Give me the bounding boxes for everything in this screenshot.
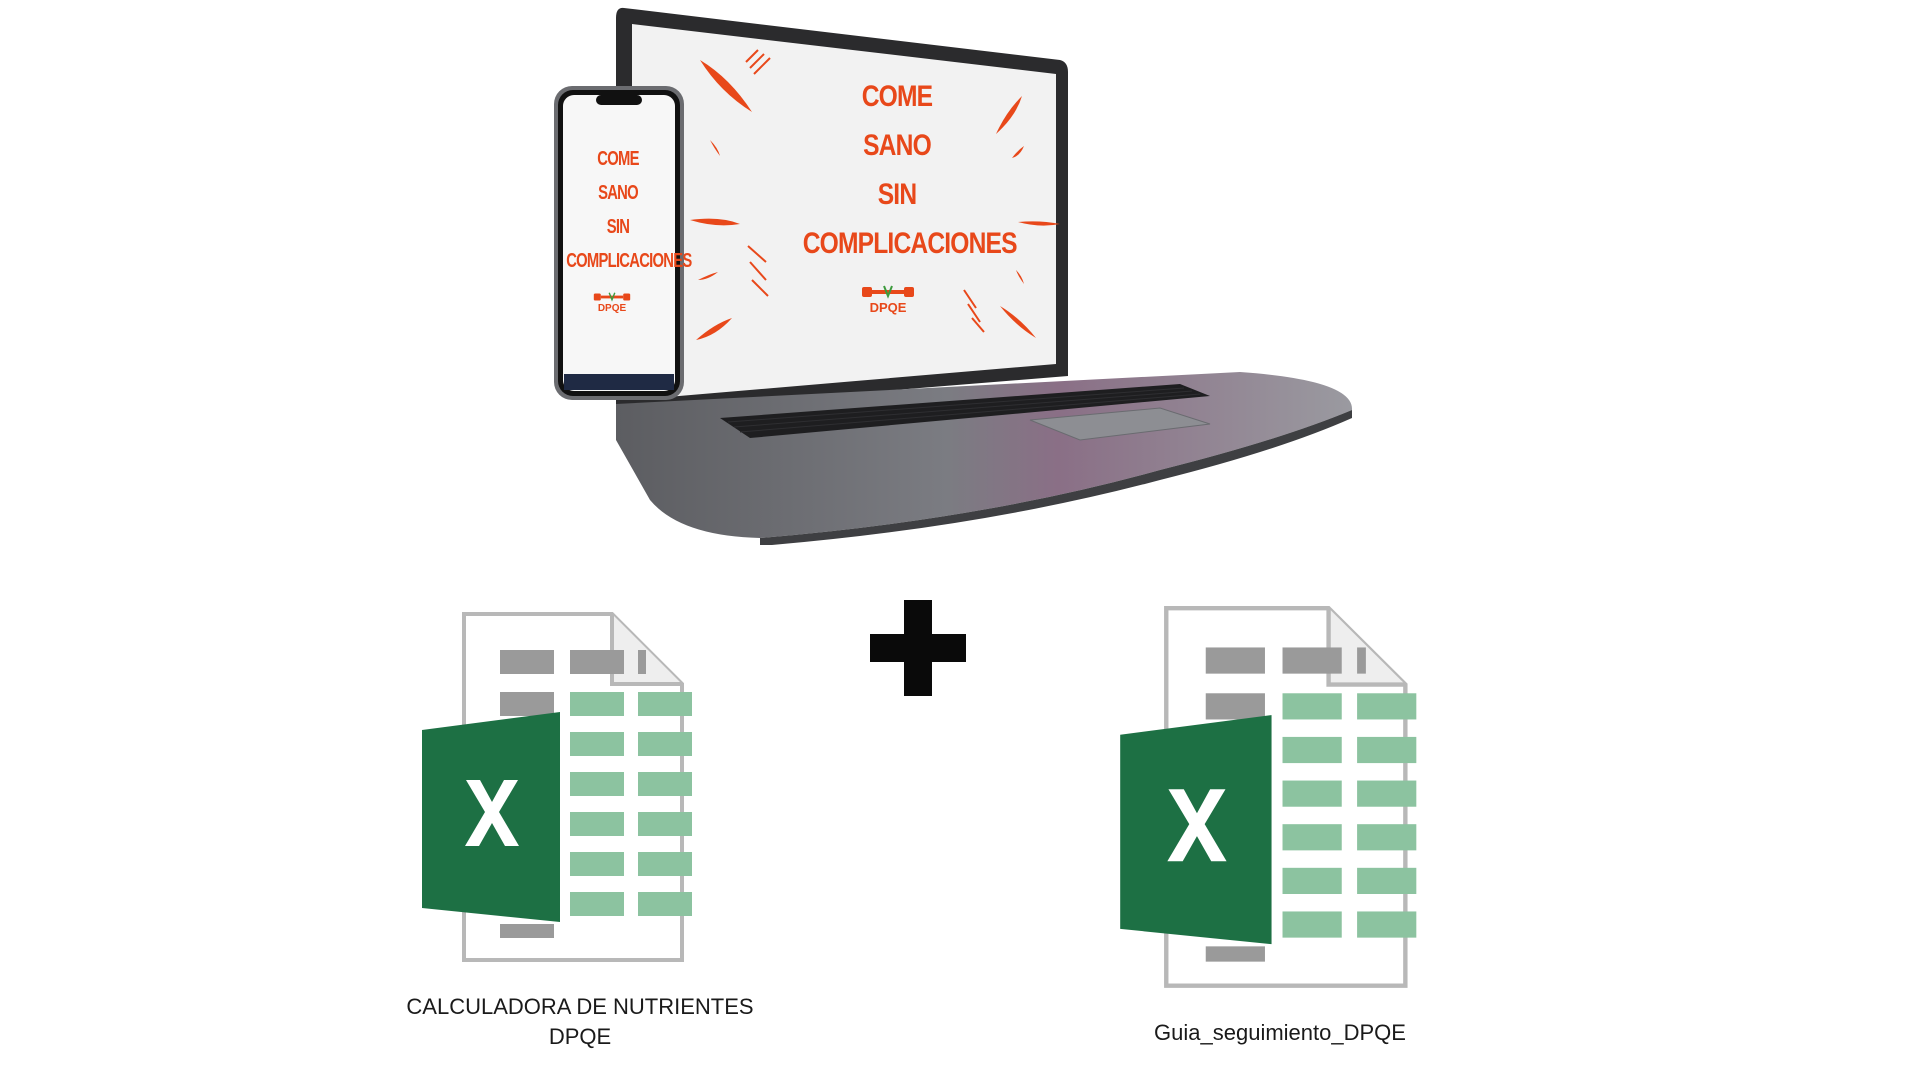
phone-brand-text: DPQE	[597, 303, 627, 314]
screen-decorations	[690, 60, 1060, 340]
laptop-screen	[632, 24, 1056, 400]
phone-dumbbell-logo-icon	[593, 292, 631, 302]
promo-line-3: SIN	[877, 178, 917, 211]
phone-promo-line-2: SANO	[598, 182, 639, 204]
promo-line-1: COME	[861, 80, 933, 113]
laptop-brand-text: DPQE	[869, 300, 907, 315]
excel-x-badge	[1120, 715, 1272, 945]
phone-mockup	[554, 86, 684, 400]
promo-line-4: COMPLICACIONES	[802, 227, 1018, 260]
laptop-keyboard	[720, 384, 1210, 438]
plus-icon	[870, 600, 966, 696]
phone-screen-title: COME SANO SIN COMPLICACIONES	[566, 142, 692, 278]
excel-x-badge	[422, 712, 560, 922]
excel-file-icon[interactable]	[1118, 606, 1458, 990]
excel-file-icon[interactable]	[420, 612, 730, 964]
laptop-screen-title: COME SANO SIN COMPLICACIONES	[802, 72, 1018, 268]
phone-notch	[596, 95, 642, 105]
excel-grid-cells	[500, 650, 692, 938]
file-label-line-2: DPQE	[548, 1024, 612, 1049]
file-label-guia[interactable]: Guia_seguimiento_DPQE	[1110, 1018, 1450, 1048]
phone-promo-line-3: SIN	[606, 216, 630, 238]
promo-line-2: SANO	[863, 129, 932, 162]
laptop-trackpad	[1029, 407, 1211, 441]
phone-screen	[563, 95, 675, 391]
file-label-calculadora[interactable]: CALCULADORA DE NUTRIENTES DPQE	[360, 992, 800, 1052]
excel-grid-cells	[1205, 647, 1417, 962]
file-label-line-1: Guia_seguimiento_DPQE	[1154, 1020, 1406, 1045]
phone-promo-line-1: COME	[597, 148, 639, 170]
file-label-line-1: CALCULADORA DE NUTRIENTES	[406, 994, 754, 1019]
dumbbell-logo-icon	[862, 285, 914, 299]
screen-hatch-marks	[745, 49, 985, 333]
laptop-mockup	[616, 7, 1353, 545]
phone-promo-line-4: COMPLICACIONES	[566, 250, 692, 272]
